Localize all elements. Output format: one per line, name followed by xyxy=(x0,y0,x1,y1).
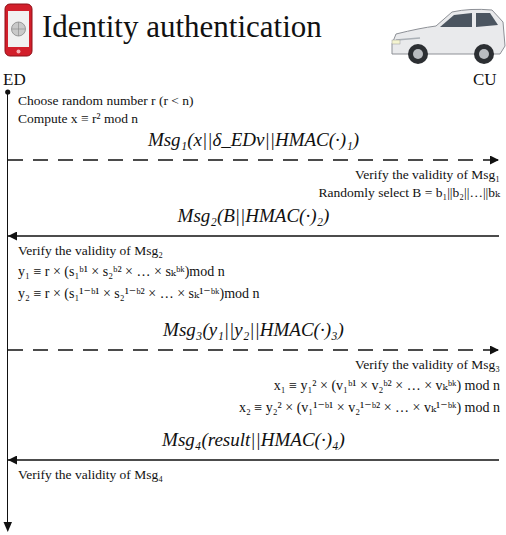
step-note: Verify the validity of Msg₁ xyxy=(355,168,500,183)
step-note: Compute x ≡ r² mod n xyxy=(18,112,138,127)
car-picture xyxy=(392,9,505,64)
message-arrow xyxy=(8,235,499,237)
step-note: Verify the validity of Msg₃ xyxy=(355,358,500,373)
title: Identity authentication xyxy=(42,10,322,44)
step-note: x₂ ≡ y₂² × (v₁¹⁻ᵇ¹ × v₂¹⁻ᵇ² × … × vₖ¹⁻ᵇᵏ… xyxy=(239,400,500,415)
message-arrow xyxy=(8,459,499,461)
message-label: Msg₁(x||δ_EDv||HMAC(·)₁) xyxy=(148,130,359,151)
lifeline: ED xyxy=(7,92,8,524)
message-label: Msg₂(B||HMAC(·)₂) xyxy=(178,206,330,227)
step-note: Randomly select B = b₁||b₂||…||bₖ xyxy=(319,186,500,201)
step-note: y₁ ≡ r × (s₁ᵇ¹ × s₂ᵇ² × … × sₖᵇᵏ)mod n xyxy=(18,264,225,279)
message-arrow xyxy=(8,159,499,161)
step-note: x₁ ≡ y₁² × (v₁ᵇ¹ × v₂ᵇ² × … × vₖᵇᵏ) mod … xyxy=(274,378,500,393)
message-label: Msg₃(y₁||y₂||HMAC(·)₃) xyxy=(163,320,344,341)
message-arrow xyxy=(8,349,499,351)
step-note: Verify the validity of Msg₄ xyxy=(18,468,163,483)
step-note: y₂ ≡ r × (s₁¹⁻ᵇ¹ × s₂¹⁻ᵇ² × … × sₖ¹⁻ᵇᵏ)m… xyxy=(18,286,260,301)
lifeline-name: CU xyxy=(473,71,497,90)
message-label: Msg₄(result||HMAC(·)₄) xyxy=(162,430,345,451)
step-note: Choose random number r (r < n) xyxy=(18,94,194,109)
lifeline-name: ED xyxy=(3,71,26,90)
step-note: Verify the validity of Msg₂ xyxy=(18,244,163,259)
phone-icon xyxy=(5,4,32,56)
